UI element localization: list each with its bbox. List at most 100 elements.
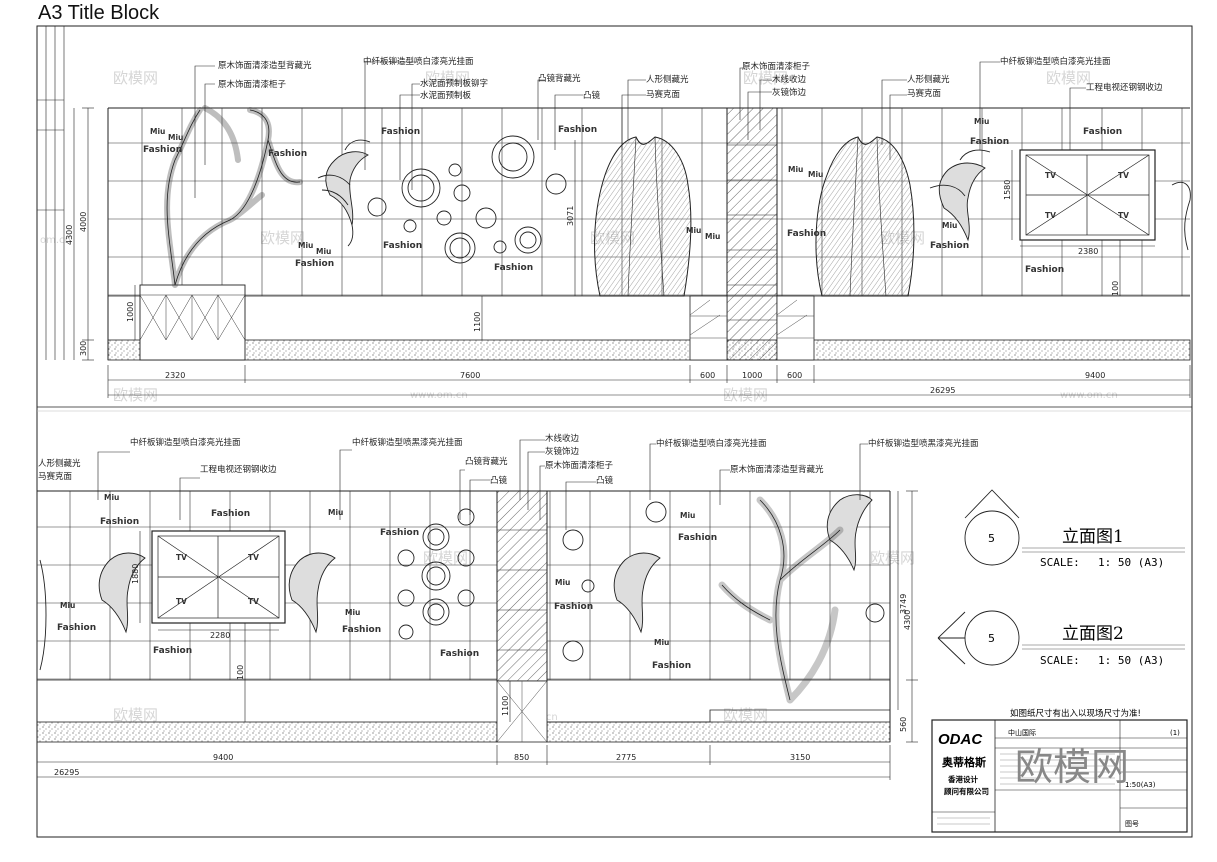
watermark: 欧模网: [723, 706, 768, 724]
decor-text: Fashion: [211, 509, 250, 519]
decor-text: Fashion: [558, 125, 597, 135]
dimension: 2320: [165, 371, 185, 380]
dimension-total: 26295: [930, 386, 955, 395]
watermark-url: www.om.cn: [410, 390, 468, 401]
decor-text: Miu: [60, 601, 75, 610]
watermark: 欧模网: [425, 69, 470, 87]
tv-label: TV: [248, 553, 259, 562]
annotation: 木线收边: [772, 74, 807, 85]
watermark-url: www.om.cn: [1060, 390, 1118, 401]
corner-watermark: 欧模网: [1015, 745, 1129, 789]
annotation: 灰镜饰边: [545, 446, 580, 457]
dimension: 1100: [501, 696, 510, 716]
tv-label: TV: [176, 553, 187, 562]
annotation: 原木饰面清漆柜子: [545, 460, 614, 471]
decor-text: Miu: [328, 508, 343, 517]
tv-label: TV: [1045, 211, 1056, 220]
dimension: 1000: [742, 371, 762, 380]
annotation: 马赛克面: [38, 471, 73, 482]
annotation: 凸镜: [596, 475, 614, 486]
decor-text: Fashion: [787, 229, 826, 239]
legend-scale: 1: 50 (A3): [1098, 556, 1164, 569]
dimension: 2280: [210, 631, 230, 640]
decor-text: Miu: [555, 578, 570, 587]
tv-label: TV: [1118, 171, 1129, 180]
decor-text: Miu: [654, 638, 669, 647]
dimension: 2775: [616, 753, 636, 762]
decor-text: Miu: [104, 493, 119, 502]
decor-text: Fashion: [383, 241, 422, 251]
decor-text: Fashion: [342, 625, 381, 635]
watermark-url: om.cn: [40, 235, 71, 246]
dimension-total: 26295: [54, 768, 79, 777]
dimension: 1100: [473, 312, 482, 332]
decor-text: Fashion: [970, 137, 1009, 147]
tv-label: TV: [1118, 211, 1129, 220]
watermark: 欧模网: [743, 69, 788, 87]
decor-text: Fashion: [380, 528, 419, 538]
decor-text: Fashion: [678, 533, 717, 543]
legend-scale-label: SCALE:: [1040, 556, 1080, 569]
annotation: 原木饰面清漆柜子: [218, 79, 287, 90]
legend-number: 5: [988, 632, 995, 645]
legend-scale-label: SCALE:: [1040, 654, 1080, 667]
decor-text: Miu: [345, 608, 360, 617]
annotation: 马赛克面: [907, 88, 942, 99]
tv-label: TV: [1045, 171, 1056, 180]
elevation-legend-2: 5 立面图2 SCALE: 1: 50 (A3): [937, 610, 1185, 667]
tv-label: TV: [248, 597, 259, 606]
annotation: 中纤板铆造型喷白漆亮光挂面: [656, 438, 767, 449]
company-name: 奥蒂格斯: [941, 755, 986, 769]
decor-text: Fashion: [440, 649, 479, 659]
decor-text: Fashion: [268, 149, 307, 159]
dimension: 3071: [566, 206, 575, 226]
legend-scale: 1: 50 (A3): [1098, 654, 1164, 667]
annotation: 中纤板铆造型喷白漆亮光挂面: [1000, 56, 1111, 67]
decor-text: Miu: [705, 232, 720, 241]
annotation: 马赛克面: [646, 89, 681, 100]
dimension: 9400: [213, 753, 233, 762]
decor-text: Fashion: [1083, 127, 1122, 137]
annotation: 原木饰面清漆柜子: [742, 61, 811, 72]
title-block: 如图纸尺寸有出入以现场尺寸为准! ODAC 奥蒂格斯 香港设计 顾问有限公司 中…: [931, 708, 1188, 833]
drawing-number: (1): [1170, 729, 1180, 737]
annotation: 人形侧藏光: [907, 74, 950, 85]
project-name: 中山国际: [1008, 728, 1036, 737]
dimension: 4300: [65, 225, 74, 245]
dimension: 9400: [1085, 371, 1105, 380]
decor-text: Miu: [316, 247, 331, 256]
legend-number: 5: [988, 532, 995, 545]
decor-text: Fashion: [1025, 265, 1064, 275]
annotation: 人形侧藏光: [38, 458, 81, 469]
decor-text: Miu: [788, 165, 803, 174]
annotation: 灰镜饰边: [772, 87, 807, 98]
decor-text: Miu: [942, 221, 957, 230]
decor-text: Miu: [680, 511, 695, 520]
decor-text: Miu: [686, 226, 701, 235]
legend-title: 立面图2: [1062, 624, 1124, 644]
dimension: 100: [236, 665, 245, 680]
annotation: 中纤板铆造型喷黑漆亮光挂面: [352, 437, 463, 448]
sheet-label: 图号: [1125, 820, 1139, 828]
dimension: 560: [899, 717, 908, 732]
annotation: 水泥面预制板: [420, 90, 472, 101]
annotation: 原木饰面清漆造型背藏光: [730, 464, 824, 475]
decor-text: Fashion: [930, 241, 969, 251]
dimension: 850: [514, 753, 529, 762]
decor-text: Fashion: [554, 602, 593, 612]
annotation: 中纤板铆造型喷黑漆亮光挂面: [868, 438, 979, 449]
annotation: 水泥面预制板铆字: [420, 78, 488, 89]
watermark: 欧模网: [113, 706, 158, 724]
dimension: 3150: [790, 753, 810, 762]
annotation: 人形侧藏光: [646, 74, 689, 85]
dimension: 4300: [903, 610, 912, 630]
decor-text: Fashion: [381, 127, 420, 137]
dimension: 600: [700, 371, 715, 380]
decor-text: Miu: [974, 117, 989, 126]
drawing-scale: 1:50(A3): [1125, 781, 1156, 789]
watermark: 欧模网: [113, 69, 158, 87]
decor-text: Miu: [150, 127, 165, 136]
dimension: 2380: [1078, 247, 1098, 256]
annotation: 中纤板铆造型喷白漆亮光挂面: [130, 437, 241, 448]
